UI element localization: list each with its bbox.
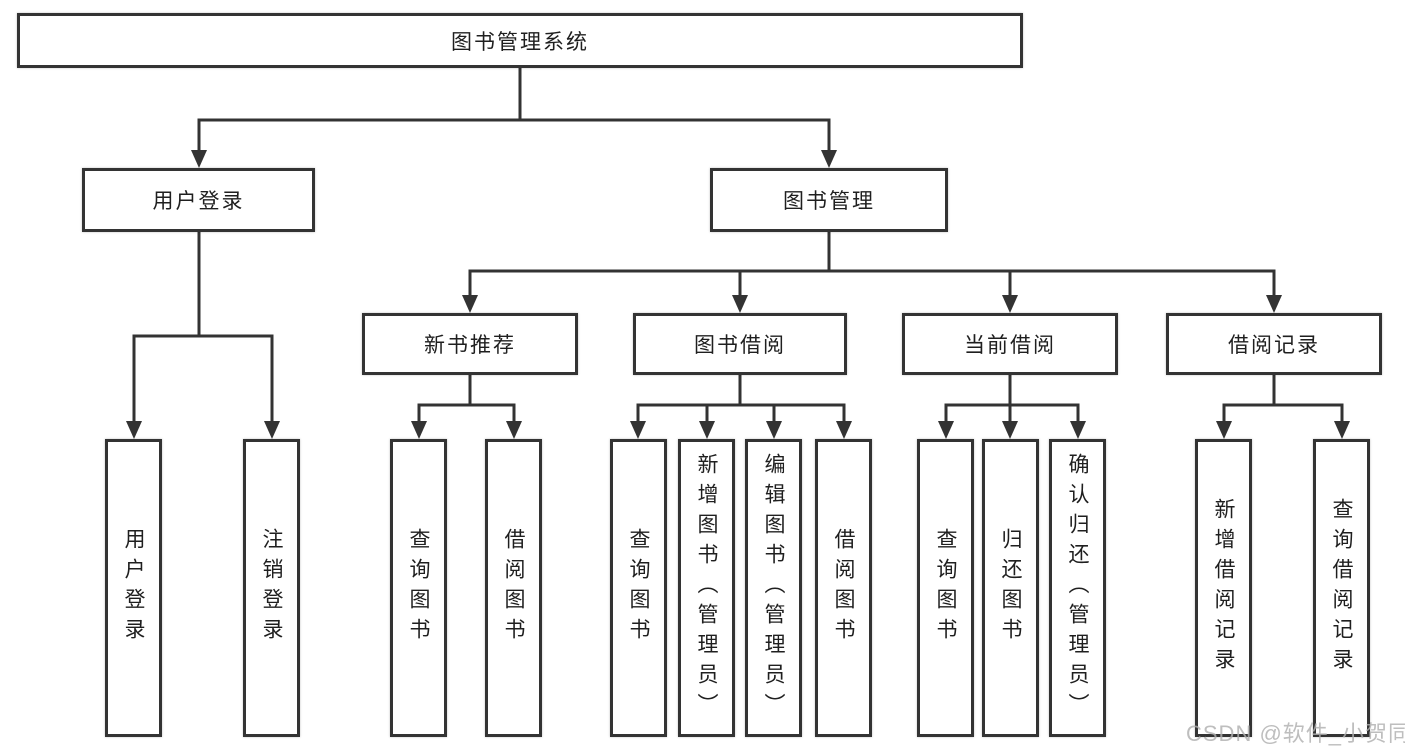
arrowhead-c3 [766,421,782,439]
node-book-borrow-label: 图书借阅 [694,334,786,357]
arrowhead-d2 [1002,421,1018,439]
leaf-add-books-admin: 新增图书（管理员） [678,439,735,737]
node-new-books: 新书推荐 [362,313,578,375]
arrowhead-d1 [938,421,954,439]
leaf-user-login: 用户登录 [105,439,162,737]
leaf-return-books-label: 归还图书 [999,528,1022,648]
leaf-confirm-return-admin: 确认归还（管理员） [1049,439,1106,737]
node-borrow-records-label: 借阅记录 [1228,334,1320,357]
node-book-borrow: 图书借阅 [633,313,847,375]
leaf-query-borrow-record-label: 查询借阅记录 [1330,498,1353,678]
arrowhead-a1 [126,421,142,439]
leaf-query-borrow-record: 查询借阅记录 [1313,439,1370,737]
leaf-return-books: 归还图书 [982,439,1039,737]
leaf-query-books-c: 查询图书 [610,439,667,737]
leaf-query-books-b-label: 查询图书 [407,528,430,648]
leaf-logout-label: 注销登录 [260,528,283,648]
csdn-watermark: CSDN @软件_小贺同学 [1186,721,1405,746]
arrowhead-b2 [506,421,522,439]
arrowhead-b1 [411,421,427,439]
leaf-add-borrow-record-label: 新增借阅记录 [1212,498,1235,678]
node-book-mgmt: 图书管理 [710,168,948,232]
node-root-system: 图书管理系统 [17,13,1023,68]
arrowhead-c2 [699,421,715,439]
node-user-login-label: 用户登录 [152,190,245,213]
arrowhead-book-mgmt [821,150,837,168]
arrowhead-user-login [191,150,207,168]
arrowhead-d3 [1070,421,1086,439]
leaf-query-books-d: 查询图书 [917,439,974,737]
connector-arrowheads [126,150,1350,439]
leaf-edit-books-admin: 编辑图书（管理员） [745,439,802,737]
leaf-edit-books-admin-label: 编辑图书（管理员） [762,453,785,723]
leaf-logout: 注销登录 [243,439,300,737]
node-user-login: 用户登录 [82,168,315,232]
leaf-borrow-books-b: 借阅图书 [485,439,542,737]
arrowhead-e2 [1334,421,1350,439]
leaf-borrow-books-b-label: 借阅图书 [502,528,525,648]
arrowhead-e1 [1216,421,1232,439]
leaf-query-books-d-label: 查询图书 [934,528,957,648]
arrowhead-c1 [630,421,646,439]
node-borrow-records: 借阅记录 [1166,313,1382,375]
node-book-mgmt-label: 图书管理 [783,190,875,213]
arrowhead-new-books [462,295,478,313]
leaf-add-books-admin-label: 新增图书（管理员） [695,453,718,723]
leaf-query-books-c-label: 查询图书 [627,528,650,648]
leaf-add-borrow-record: 新增借阅记录 [1195,439,1252,737]
leaf-borrow-books-c: 借阅图书 [815,439,872,737]
connector-lines [132,66,1344,425]
arrowhead-c4 [836,421,852,439]
arrowhead-borrow-records [1266,295,1282,313]
arrowhead-a2 [264,421,280,439]
leaf-confirm-return-admin-label: 确认归还（管理员） [1066,453,1089,723]
leaf-user-login-label: 用户登录 [122,528,145,648]
node-current-borrow: 当前借阅 [902,313,1118,375]
arrowhead-book-borrow [732,295,748,313]
node-current-borrow-label: 当前借阅 [964,334,1056,357]
leaf-borrow-books-c-label: 借阅图书 [832,528,855,648]
arrowhead-current-borrow [1002,295,1018,313]
leaf-query-books-b: 查询图书 [390,439,447,737]
node-new-books-label: 新书推荐 [424,334,516,357]
node-root-label: 图书管理系统 [451,30,589,54]
